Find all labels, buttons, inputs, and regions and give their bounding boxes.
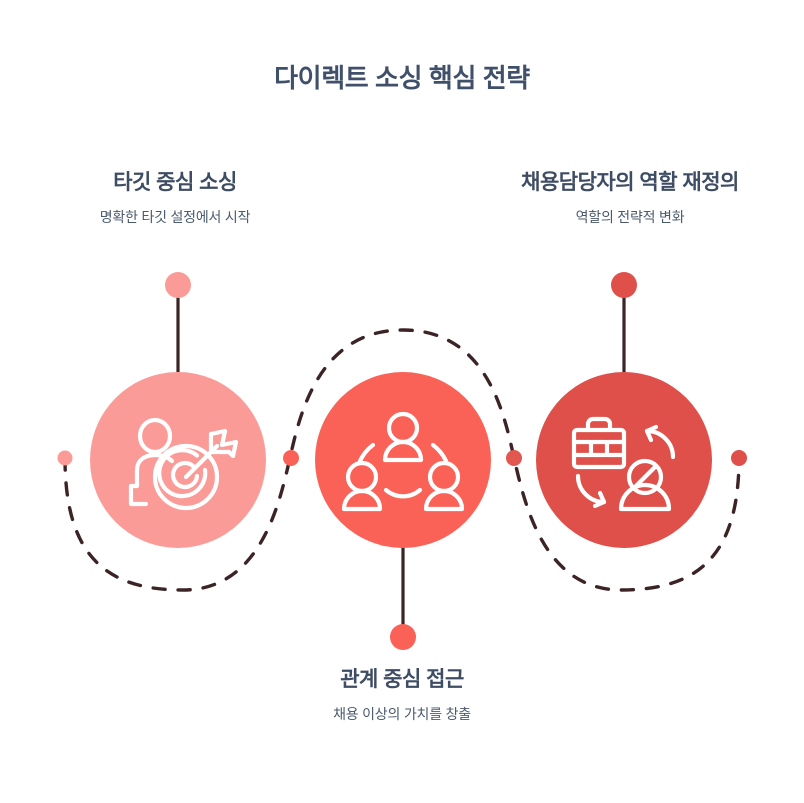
people-network-icon [341,411,465,512]
stem-dot-node-1 [165,272,191,298]
stem-dot-node-3 [611,272,637,298]
node-label-2: 관계 중심 접근 채용 이상의 가치를 창출 [227,667,577,723]
node-label-3: 채용담당자의 역할 재정의 역할의 전략적 변화 [455,170,804,226]
curve-mid-dot-2 [506,450,522,466]
briefcase-person-exchange-icon [571,416,676,512]
curve-end-dot [731,450,747,466]
page-title: 다이렉트 소싱 핵심 전략 [274,63,530,93]
person-target-arrow-icon [128,417,239,511]
node-1-heading: 타깃 중심 소싱 [113,171,237,194]
node-3-heading: 채용담당자의 역할 재정의 [521,171,739,194]
curve-start-dot [57,450,73,466]
node-2-subtitle: 채용 이상의 가치를 창출 [333,706,471,723]
node-label-1: 타깃 중심 소싱 명확한 타깃 설정에서 시작 [0,170,350,226]
node-3-subtitle: 역할의 전략적 변화 [575,209,685,226]
node-2-heading: 관계 중심 접근 [340,668,464,691]
stem-dot-node-2 [390,624,416,650]
node-circle-1[interactable] [90,372,266,548]
dashed-wave-path [63,328,741,592]
node-1-subtitle: 명확한 타깃 설정에서 시작 [99,209,251,226]
curve-mid-dot-1 [283,450,299,466]
